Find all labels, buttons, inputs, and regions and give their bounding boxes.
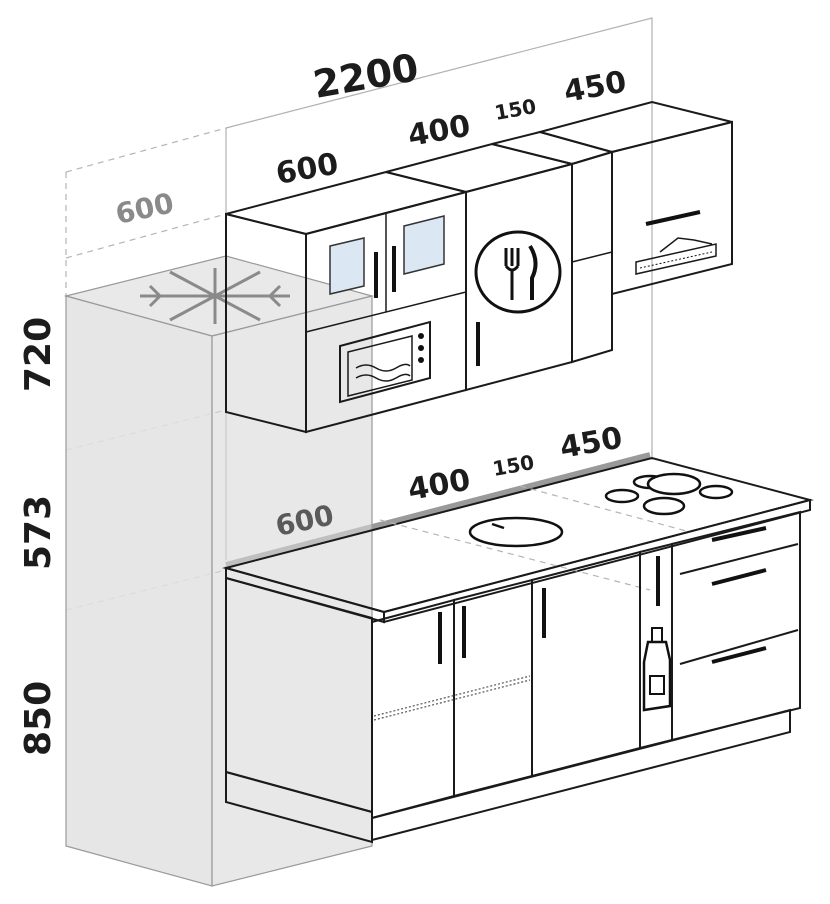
base-cabinets <box>225 510 801 844</box>
dim-height-850: 850 <box>18 681 59 756</box>
snowflake-icon <box>140 268 290 324</box>
fridge <box>63 255 375 887</box>
dim-upper-450: 450 <box>561 65 629 110</box>
range-hood-icon <box>635 237 717 275</box>
cooktop-burners-icon <box>604 472 734 516</box>
dim-height-720: 720 <box>18 317 59 392</box>
dim-counter-450: 450 <box>557 421 625 466</box>
dim-height-573: 573 <box>18 495 59 570</box>
dim-fridge-depth: 600 <box>113 186 177 230</box>
dim-counter-150: 150 <box>491 450 536 481</box>
dim-total-width: 2200 <box>310 45 422 107</box>
dim-upper-600: 600 <box>273 147 341 192</box>
dim-upper-150: 150 <box>493 94 538 125</box>
countertop <box>222 456 814 624</box>
cutlery-plate-icon <box>474 230 562 314</box>
sink-icon <box>468 516 564 548</box>
bottle-icon <box>642 627 672 712</box>
dim-upper-400: 400 <box>405 109 473 154</box>
microwave-icon <box>339 320 431 404</box>
upper-cabinets <box>225 100 733 434</box>
